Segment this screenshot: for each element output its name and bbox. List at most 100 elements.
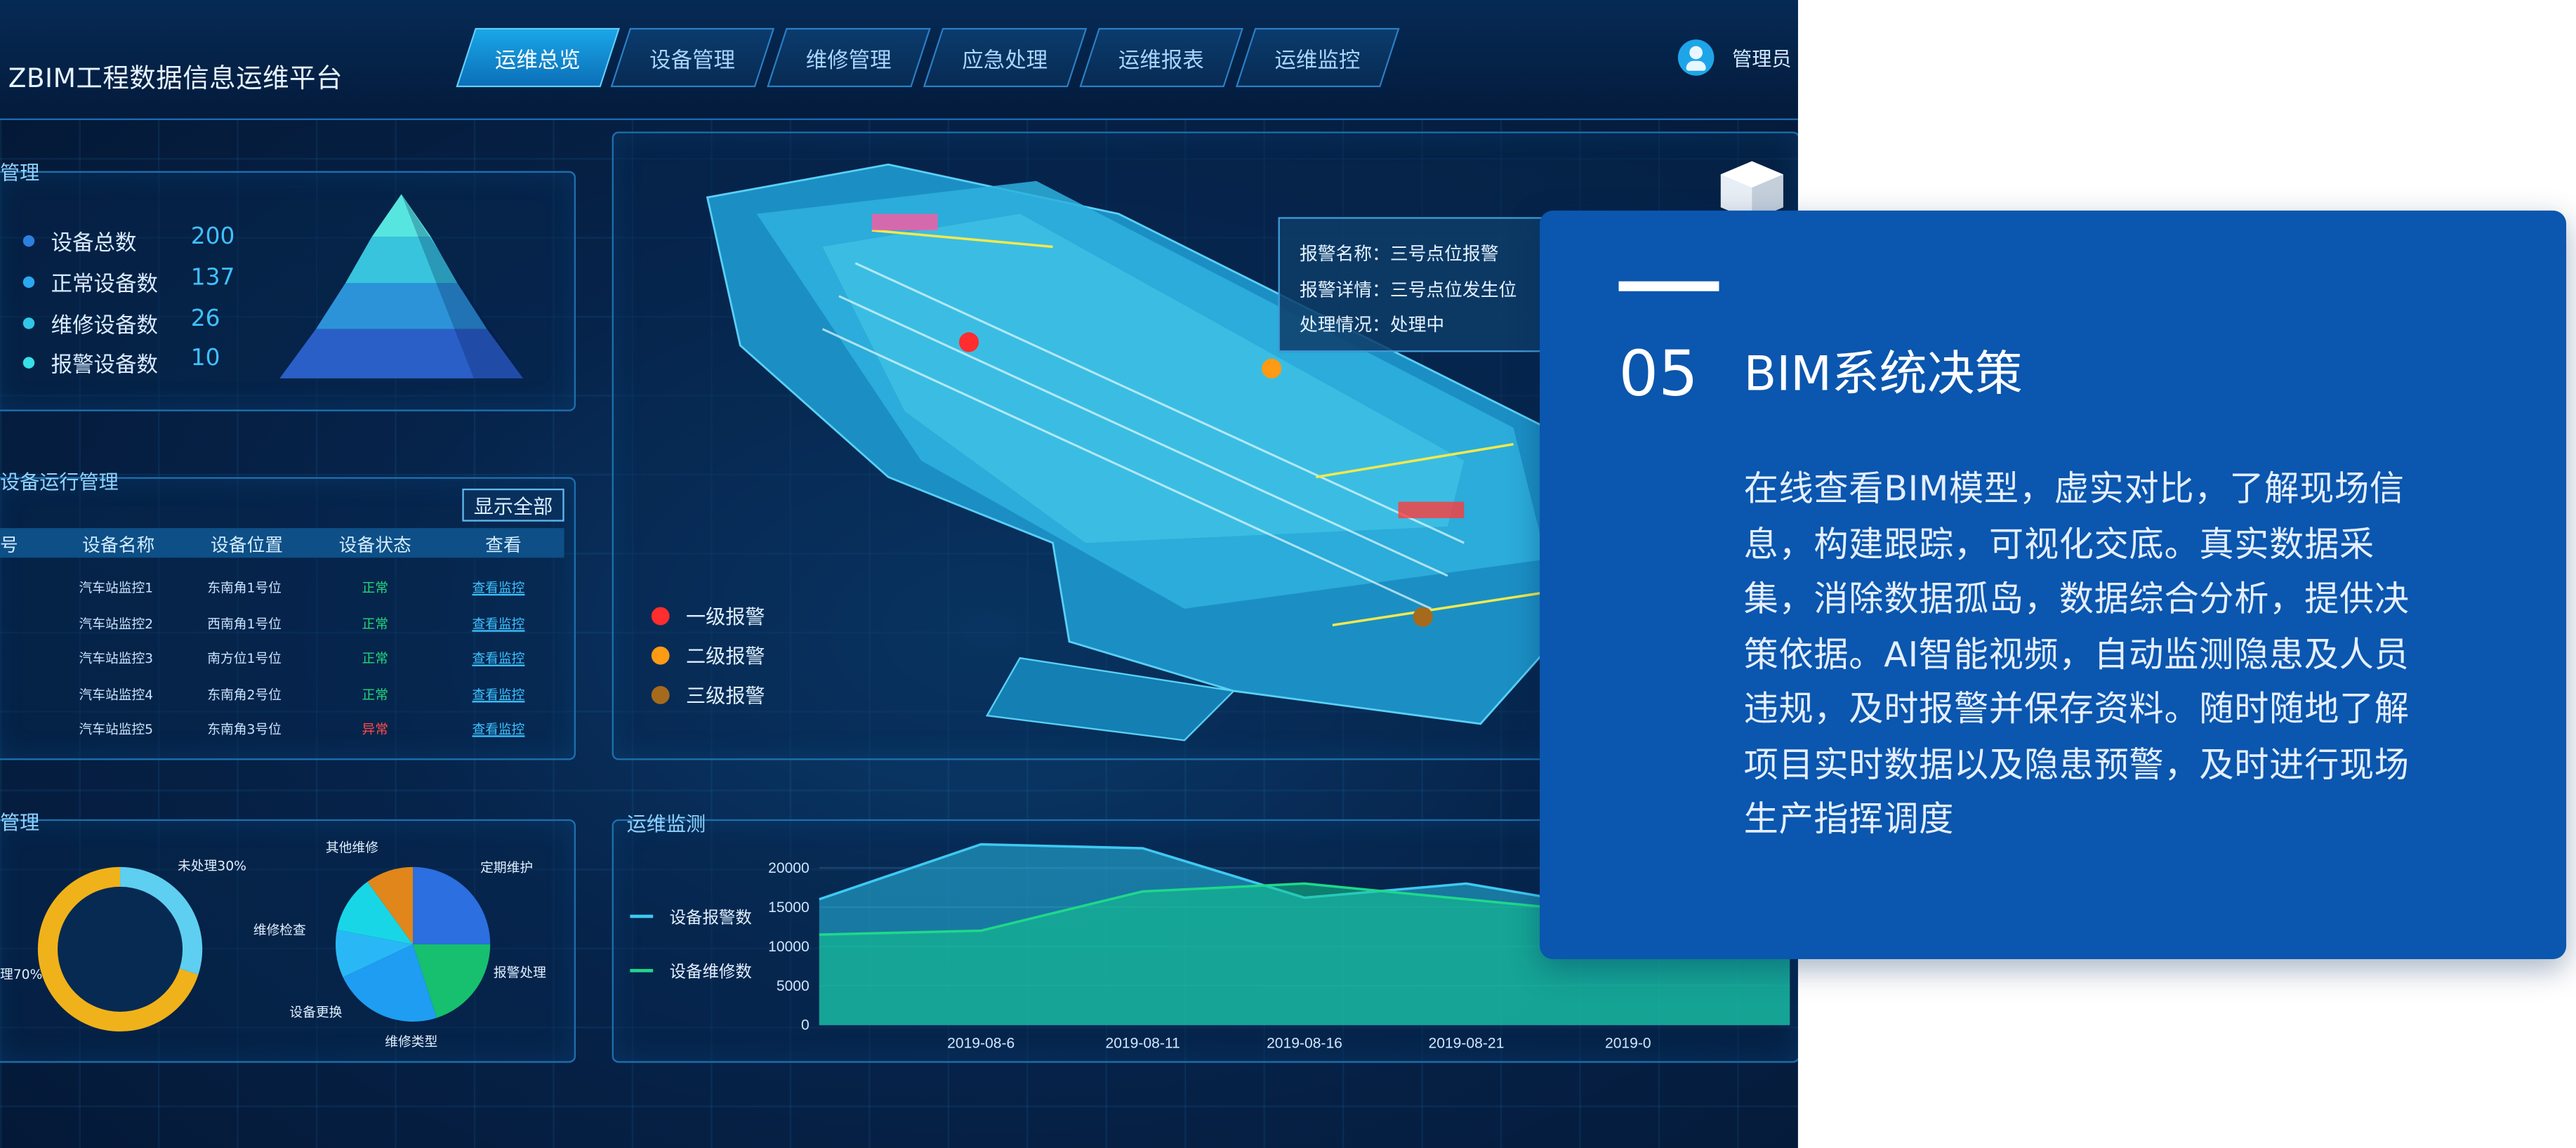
pie-label: 报警处理 — [493, 965, 546, 981]
device-name-cell: 汽车站监控3 — [79, 651, 154, 666]
stat-value: 137 — [190, 265, 235, 291]
app-title: ZBIM工程数据信息运维平台 — [8, 62, 343, 94]
tab-ops-report[interactable]: 运维报表 — [1079, 27, 1243, 88]
section-number: 05 — [1618, 337, 1698, 410]
tab-ops-overview[interactable]: 运维总览 — [456, 27, 620, 88]
view-monitor-link[interactable]: 查看监控 — [472, 651, 525, 666]
tab-emergency[interactable]: 应急处理 — [923, 27, 1088, 88]
section-title: BIM系统决策 — [1743, 345, 2023, 402]
device-location-cell: 东南角2号位 — [207, 687, 282, 702]
user-name[interactable]: 管理员 — [1732, 47, 1792, 71]
repair-status-donut — [37, 866, 203, 1032]
stat-normal: 正常设备数 — [22, 267, 158, 298]
bullet-icon — [22, 235, 35, 247]
device-status-cell: 正常 — [362, 616, 388, 631]
tab-label: 运维监控 — [1274, 48, 1361, 74]
device-name-cell: 汽车站监控2 — [79, 616, 154, 631]
donut-label: 未处理30% — [178, 859, 246, 874]
y-tick-label: 0 — [801, 1017, 810, 1034]
stat-label: 报警设备数 — [51, 353, 158, 378]
pie-slice — [343, 944, 437, 1022]
section-body: 在线查看BIM模型，虚实对比，了解现场信息，构建跟踪，可视化交底。真实数据采集，… — [1743, 468, 2410, 839]
line-swatch-icon — [630, 968, 654, 972]
stat-label: 正常设备数 — [51, 272, 158, 298]
device-name-cell: 汽车站监控1 — [79, 581, 154, 596]
y-tick-label: 15000 — [768, 899, 810, 916]
column-header: 设备位置 — [210, 534, 283, 556]
pie-label: 维修检查 — [253, 923, 306, 938]
stat-label: 维修设备数 — [51, 314, 158, 339]
device-location-cell: 西南角1号位 — [207, 616, 282, 631]
stat-value: 10 — [190, 345, 220, 372]
device-name-cell: 汽车站监控5 — [79, 722, 154, 737]
tab-label: 设备管理 — [649, 48, 736, 74]
alarm-marker-level2 — [1262, 358, 1282, 378]
series-name: 设备维修数 — [669, 963, 752, 982]
view-monitor-link[interactable]: 查看监控 — [472, 687, 525, 702]
x-tick-label: 2019-08-6 — [947, 1035, 1015, 1051]
tab-ops-monitor[interactable]: 运维监控 — [1235, 27, 1400, 88]
series-legend-alarm: 设备报警数 — [630, 903, 752, 928]
tab-label: 运维总览 — [495, 48, 581, 74]
tab-repair-management[interactable]: 维修管理 — [767, 27, 931, 88]
bullet-icon — [22, 317, 35, 329]
accent-bar — [1618, 281, 1719, 291]
view-monitor-link[interactable]: 查看监控 — [472, 581, 525, 596]
bim-3d-model[interactable] — [691, 148, 1711, 757]
info-card: 05 BIM系统决策 在线查看BIM模型，虚实对比，了解现场信息，构建跟踪，可视… — [1540, 210, 2567, 959]
device-status-cell: 异常 — [362, 722, 388, 737]
legend-label: 三级报警 — [686, 684, 765, 708]
bullet-icon — [22, 276, 35, 289]
show-all-button[interactable]: 显示全部 — [462, 488, 564, 522]
legend-level1: 一级报警 — [651, 602, 765, 631]
device-status-cell: 正常 — [362, 581, 388, 596]
legend-level2: 二级报警 — [651, 642, 765, 670]
device-location-cell: 南方位1号位 — [207, 651, 282, 666]
alarm-marker-level3 — [1413, 607, 1433, 627]
view-monitor-link[interactable]: 查看监控 — [472, 722, 525, 737]
alarm-marker-level1 — [958, 332, 979, 352]
line-swatch-icon — [630, 913, 654, 918]
pie-label: 维修类型 — [385, 1034, 438, 1050]
column-header: 设备名称 — [82, 534, 155, 556]
panel-title: 设备运行管理 — [0, 470, 119, 494]
user-avatar-icon[interactable] — [1677, 39, 1715, 76]
tab-label: 应急处理 — [962, 48, 1048, 74]
legend-level3: 三级报警 — [651, 681, 765, 709]
pie-label: 设备更换 — [289, 1005, 343, 1020]
column-header: 设备状态 — [338, 534, 411, 556]
series-name: 设备报警数 — [669, 909, 752, 928]
device-location-cell: 东南角3号位 — [207, 722, 282, 737]
legend-label: 一级报警 — [686, 605, 765, 629]
top-bar: ZBIM工程数据信息运维平台 运维总览 设备管理 维修管理 应急处理 运维报表 … — [0, 0, 1798, 121]
tab-device-management[interactable]: 设备管理 — [610, 27, 775, 88]
alarm-status: 处理情况：处理中 — [1299, 314, 1445, 336]
bullet-icon — [22, 357, 35, 369]
orange-dot-icon — [651, 646, 670, 665]
y-tick-label: 5000 — [777, 978, 810, 994]
view-monitor-link[interactable]: 查看监控 — [472, 616, 525, 631]
tab-label: 维修管理 — [806, 48, 892, 74]
series-legend-repair: 设备维修数 — [630, 958, 752, 982]
panel-title: 管理 — [0, 161, 40, 185]
alarm-detail: 报警详情：三号点位发生位 — [1299, 279, 1517, 301]
device-location-cell: 东南角1号位 — [207, 581, 282, 596]
column-header: 号 — [0, 534, 18, 556]
column-header: 查看 — [485, 534, 522, 556]
view-cube-icon[interactable] — [1711, 154, 1793, 220]
stat-repair: 维修设备数 — [22, 308, 158, 339]
legend-label: 二级报警 — [686, 645, 765, 668]
brown-dot-icon — [651, 686, 670, 704]
pie-slice — [367, 866, 414, 944]
red-dot-icon — [651, 607, 670, 626]
pie-slice — [413, 866, 491, 944]
alarm-name: 报警名称：三号点位报警 — [1299, 243, 1499, 265]
stat-alarm: 报警设备数 — [22, 347, 158, 378]
y-tick-label: 20000 — [768, 860, 810, 876]
dashboard-screenshot: ZBIM工程数据信息运维平台 运维总览 设备管理 维修管理 应急处理 运维报表 … — [0, 0, 1798, 1148]
x-tick-label: 2019-08-21 — [1428, 1035, 1504, 1051]
pie-slice — [335, 930, 414, 977]
device-table-panel — [0, 477, 576, 760]
pie-label: 其他维修 — [325, 840, 378, 856]
device-status-cell: 正常 — [362, 651, 388, 666]
